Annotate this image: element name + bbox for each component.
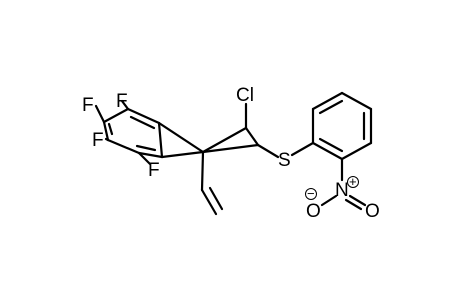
bond: [311, 91, 344, 111]
bond: [157, 121, 164, 159]
bond: [340, 91, 373, 111]
bond: [200, 150, 205, 192]
bond: [208, 186, 224, 211]
bond: [318, 99, 344, 115]
bond: [160, 150, 205, 159]
bond: [256, 143, 280, 159]
nitrophenyl-ring: [311, 91, 373, 161]
bond: [344, 198, 363, 211]
bond: [137, 151, 152, 166]
fluorine-label: F: [148, 160, 160, 181]
oxygen-charge: −: [307, 186, 315, 201]
bond: [244, 126, 260, 147]
substituent-bonds: [94, 99, 315, 166]
atom-labels: F F F F Cl S N + O − O: [82, 85, 380, 222]
bond: [129, 115, 156, 130]
bicyclic-bridge: [157, 121, 260, 216]
bond: [135, 144, 157, 152]
tetrafluoro-benzene-ring: [102, 107, 164, 159]
nitrogen-label: N: [335, 180, 349, 201]
fluorine-label: F: [116, 91, 128, 112]
bond: [348, 194, 367, 207]
bond: [290, 141, 315, 157]
bond: [107, 122, 114, 136]
bond: [137, 151, 164, 159]
bond: [340, 141, 373, 161]
fluorine-label: F: [82, 95, 94, 116]
bond: [311, 141, 344, 161]
bond: [318, 137, 344, 153]
nitro-group-bonds: [320, 157, 367, 211]
bond: [102, 120, 110, 142]
bond: [120, 99, 130, 111]
bond: [94, 104, 106, 124]
oxygen-label: O: [365, 201, 380, 222]
bond: [106, 138, 141, 155]
charge-circle: [305, 188, 317, 200]
fluorine-label: F: [92, 130, 104, 151]
bond: [320, 194, 338, 207]
bond: [102, 107, 130, 124]
bond: [126, 107, 161, 125]
chlorine-label: Cl: [236, 85, 254, 106]
nitrogen-charge: +: [349, 174, 357, 189]
bond: [104, 137, 110, 142]
bond: [201, 126, 248, 154]
sulfur-label: S: [278, 150, 291, 171]
bond: [201, 143, 260, 154]
bond: [157, 121, 205, 154]
oxygen-label: O: [306, 201, 321, 222]
bond: [200, 188, 218, 216]
charge-circle: [347, 176, 359, 188]
